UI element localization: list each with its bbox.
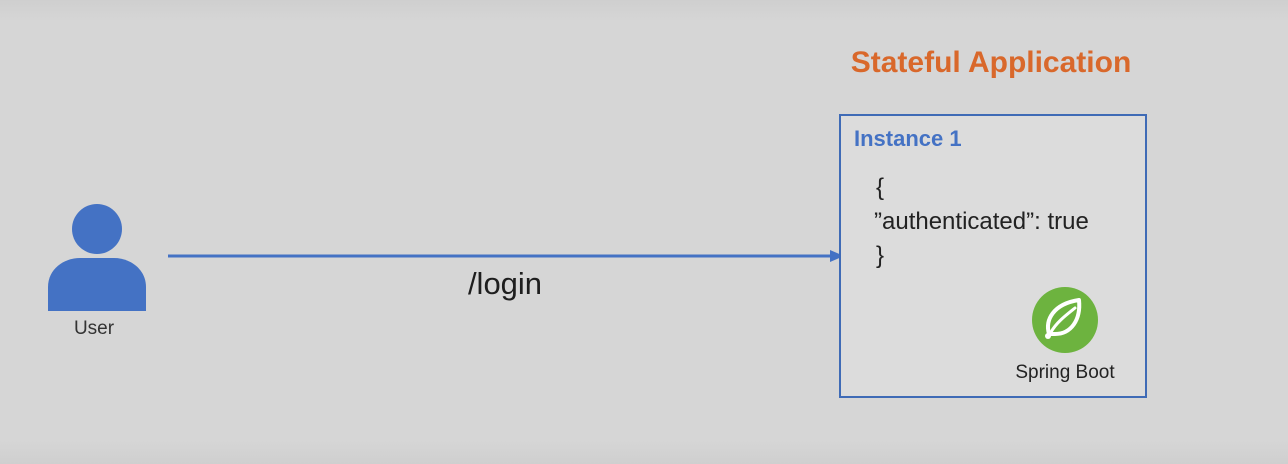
instance-title: Instance 1 — [854, 126, 962, 151]
user-label: User — [73, 318, 115, 339]
spring-boot-label: Spring Boot — [1015, 362, 1115, 383]
session-json-close-brace: } — [876, 242, 885, 269]
application-title: Stateful Application — [850, 46, 1132, 79]
request-arrow — [168, 250, 844, 262]
request-path-label: /login — [467, 266, 543, 301]
spring-boot-leaf-icon — [1032, 287, 1098, 353]
session-json-authenticated: ”authenticated”: true — [874, 208, 1089, 235]
instance-box: Instance 1 { ”authenticated”: true } Spr… — [839, 114, 1147, 398]
user-icon — [48, 204, 146, 311]
session-json-open-brace: { — [876, 174, 885, 201]
